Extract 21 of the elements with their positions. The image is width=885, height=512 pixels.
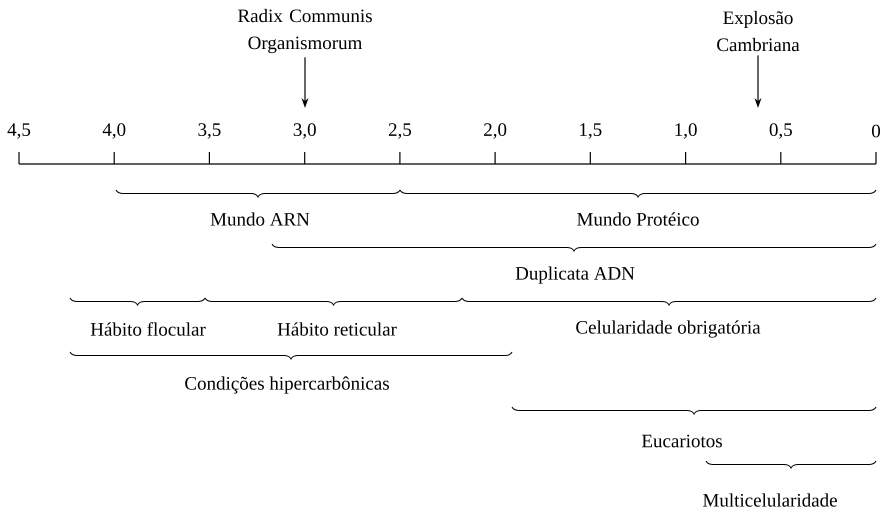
tick-label: 0 [872, 124, 880, 138]
tick-label: 2,0 [484, 123, 506, 139]
event-label: Explosão Cambriana [717, 10, 800, 52]
tick-label: 0,5 [770, 123, 792, 139]
brace-label: Celularidade obrigatória [576, 320, 760, 338]
tick-label: 3,0 [294, 123, 316, 139]
tick-label: 1,0 [675, 123, 697, 139]
brace-label: Hábito reticular [278, 322, 397, 336]
brace-label: Mundo Protéico [577, 212, 699, 226]
tick-label: 4,0 [102, 123, 126, 139]
brace-label: Hábito flocular [90, 322, 206, 336]
tick-label: 4,5 [8, 123, 30, 139]
brace-label: Duplicata ADN [516, 266, 634, 284]
brace-label: Condições hipercarbônicas [185, 376, 389, 394]
tick-label: 1,5 [580, 123, 602, 139]
event-label: Radix Communis Organismorum [238, 8, 372, 54]
brace-label: Eucariotos [642, 434, 722, 448]
brace-label: Mundo ARN [210, 212, 310, 226]
tick-label: 3,5 [198, 123, 221, 139]
brace-label: Multicelularidade [703, 493, 837, 507]
tick-label: 2,5 [388, 123, 412, 139]
